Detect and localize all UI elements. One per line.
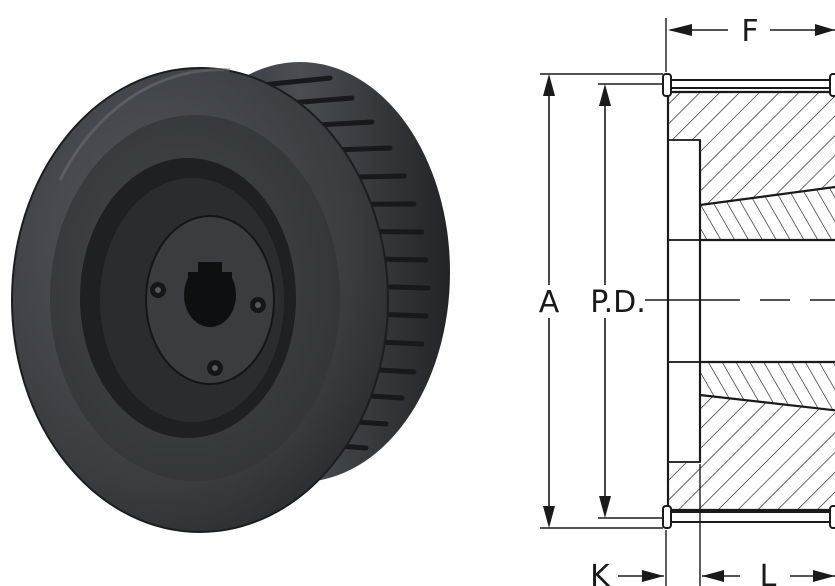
dimension-A: A <box>539 74 560 528</box>
section-drawing: A P.D. F K L <box>539 14 835 586</box>
section-outline <box>666 90 835 512</box>
dimension-K: K <box>590 559 740 586</box>
label-F: F <box>741 14 758 49</box>
label-K: K <box>590 559 611 586</box>
dimension-L: L <box>760 559 835 586</box>
upper-bushing-hatch <box>700 187 835 240</box>
label-A: A <box>539 285 560 320</box>
label-L: L <box>760 559 777 586</box>
flange-top <box>662 73 835 97</box>
section-lower <box>667 361 835 510</box>
dimension-F: F <box>668 14 835 49</box>
bore-keyway <box>184 262 236 328</box>
dimension-PD: P.D. <box>590 84 646 518</box>
flange-bottom <box>662 505 835 529</box>
section-upper <box>667 92 835 241</box>
extension-lines <box>540 18 701 586</box>
label-PD: P.D. <box>590 285 646 320</box>
pulley-photo <box>11 62 450 533</box>
